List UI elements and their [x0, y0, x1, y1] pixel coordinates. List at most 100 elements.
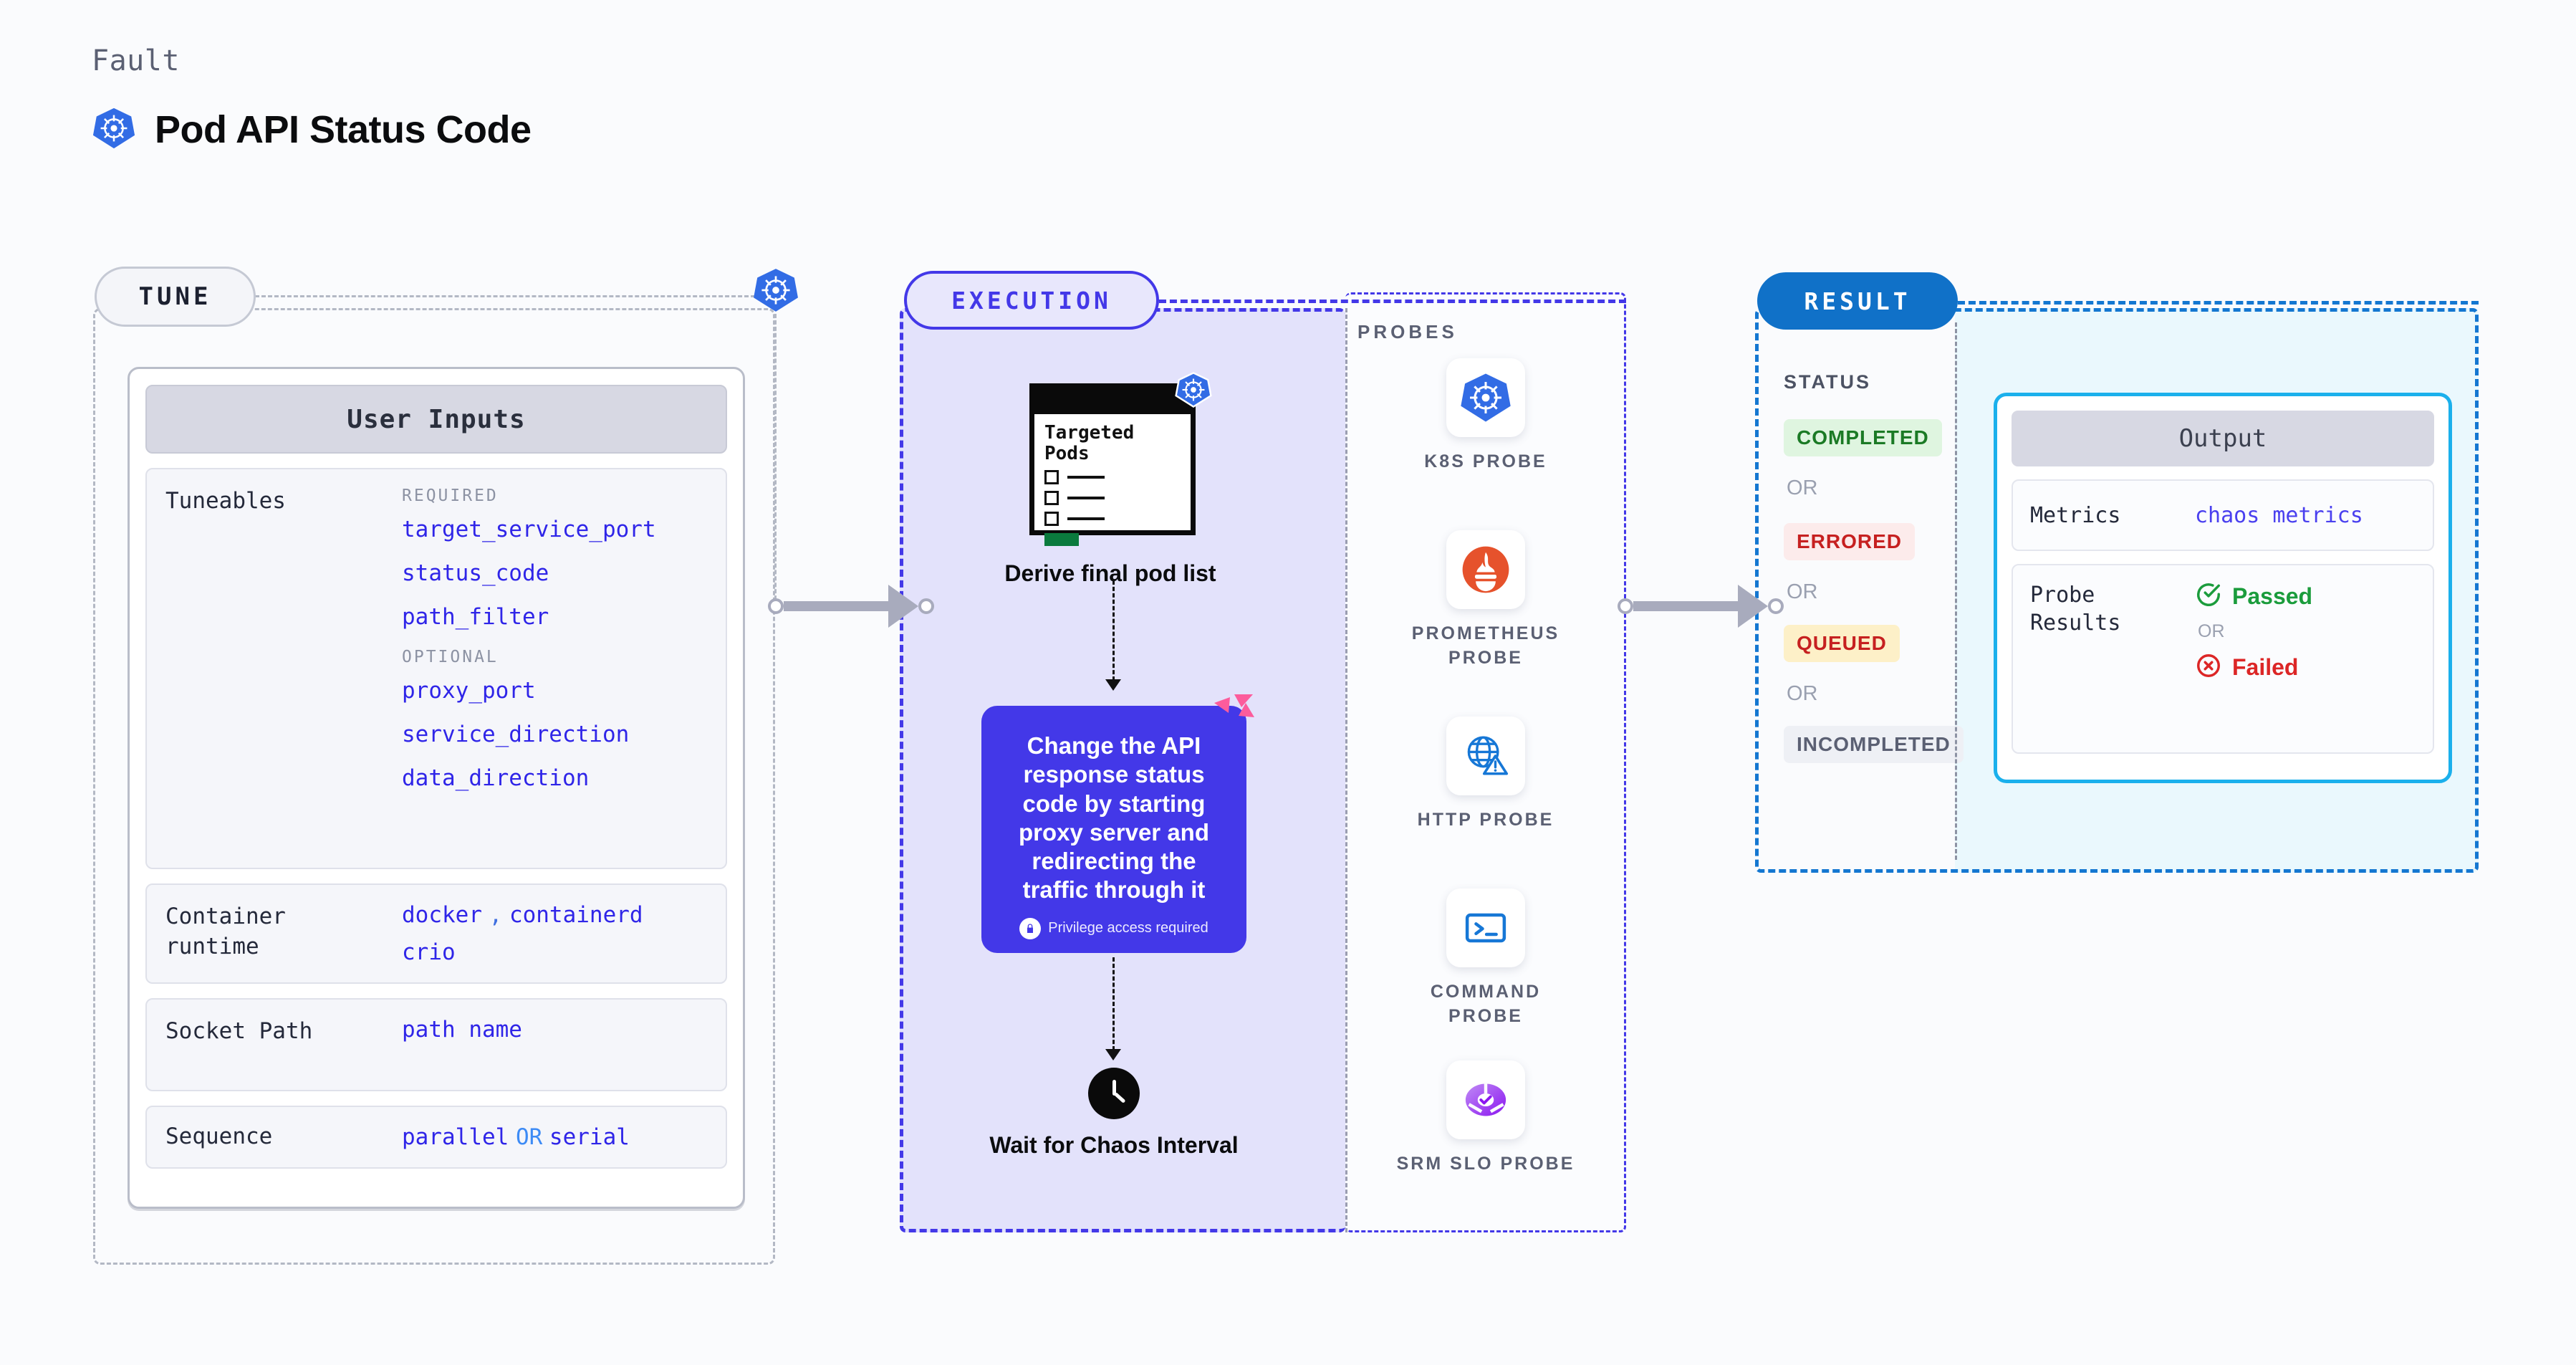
sequence-or: OR [515, 1124, 543, 1150]
tune-top-dash [255, 295, 774, 297]
status-or-1: OR [1787, 476, 1818, 499]
tunable-target-service-port[interactable]: target_service_port [402, 517, 656, 542]
checkbox-icon [1044, 512, 1059, 527]
execution-pill[interactable]: EXECUTION [904, 271, 1159, 330]
probe-label: SRM SLO PROBE [1396, 1154, 1575, 1174]
runtime-separator: , [489, 902, 503, 928]
probe-label: COMMAND PROBE [1430, 982, 1542, 1026]
socket-path-label: Socket Path [165, 1018, 313, 1044]
status-or-3: OR [1787, 682, 1818, 705]
sequence-serial[interactable]: serial [549, 1124, 630, 1150]
probes-divider [1345, 308, 1347, 1232]
wait-interval-caption: Wait for Chaos Interval [989, 1132, 1239, 1158]
privilege-text: Privilege access required [1048, 920, 1208, 936]
probe-result-or: OR [2198, 621, 2225, 641]
flow-dash-1 [1112, 580, 1115, 681]
page-title: Pod API Status Code [155, 108, 532, 151]
status-or-2: OR [1787, 580, 1818, 603]
pod-list-item [1044, 470, 1181, 485]
globe-warning-icon [1446, 717, 1525, 795]
card-titlebar [1034, 388, 1191, 414]
flow-arrow-2 [1105, 1049, 1121, 1060]
passed-label: Passed [2232, 583, 2313, 609]
metrics-label: Metrics [2030, 502, 2121, 528]
probe-item-k8s[interactable]: K8S PROBE [1345, 358, 1626, 474]
status-badge-queued: QUEUED [1784, 625, 1900, 662]
user-inputs-title: User Inputs [145, 385, 727, 454]
connector-execution-to-result [1618, 585, 1784, 628]
line-placeholder [1067, 497, 1105, 500]
connector-bar [1633, 601, 1739, 611]
connector-tune-to-execution [768, 585, 934, 628]
tune-pill[interactable]: TUNE [95, 267, 256, 327]
socket-path-row: Socket Path path name [145, 998, 727, 1091]
runtime-docker[interactable]: docker [402, 902, 482, 928]
chaos-action-card: Change the API response status code by s… [981, 706, 1246, 953]
probe-item-srm-slo[interactable]: SRM SLO PROBE [1345, 1060, 1626, 1177]
sequence-row: Sequence parallel OR serial [145, 1106, 727, 1169]
tunable-status-code[interactable]: status_code [402, 560, 549, 586]
result-pill[interactable]: RESULT [1757, 272, 1958, 330]
failed-label: Failed [2232, 653, 2299, 680]
page-header: Fault Pod API Status Code [92, 44, 532, 153]
kubernetes-icon [1175, 371, 1212, 408]
flow-dash-2 [1112, 957, 1115, 1050]
line-placeholder [1067, 517, 1105, 521]
connector-end-dot [1768, 598, 1784, 614]
probe-item-http[interactable]: HTTP PROBE [1345, 717, 1626, 833]
connector-arrowhead [1738, 585, 1768, 628]
checkbox-icon [1044, 491, 1059, 506]
sequence-parallel[interactable]: parallel [402, 1124, 509, 1150]
derive-pod-list-caption: Derive final pod list [1004, 560, 1216, 586]
x-circle-icon [2195, 652, 2222, 682]
connector-start-dot [768, 598, 784, 614]
metrics-row: Metrics chaos metrics [2012, 479, 2434, 551]
status-badge-incompleted: INCOMPLETED [1784, 726, 1964, 763]
fault-eyebrow: Fault [92, 44, 180, 77]
status-badge-completed: COMPLETED [1784, 419, 1942, 456]
prometheus-icon [1446, 530, 1525, 609]
kubernetes-icon [92, 106, 136, 153]
probe-result-passed: Passed [2195, 581, 2312, 611]
execution-top-dash [1159, 300, 1626, 303]
output-title: Output [2012, 411, 2434, 466]
sequence-label: Sequence [165, 1124, 273, 1150]
connector-bar [784, 601, 890, 611]
tuneables-row: Tuneables REQUIRED target_service_port s… [145, 468, 727, 869]
chaos-description: Change the API response status code by s… [1019, 732, 1209, 904]
pod-list-item [1044, 491, 1181, 506]
clock-icon [1088, 1068, 1140, 1119]
probe-item-prometheus[interactable]: PROMETHEUS PROBE [1345, 530, 1626, 671]
connector-start-dot [1618, 598, 1633, 614]
tunable-data-direction[interactable]: data_direction [402, 765, 590, 791]
socket-path-value[interactable]: path name [402, 1017, 522, 1043]
probes-title: PROBES [1357, 321, 1458, 343]
required-label: REQUIRED [402, 487, 499, 505]
runtime-crio[interactable]: crio [402, 939, 456, 965]
kubernetes-icon [752, 267, 799, 314]
tunable-proxy-port[interactable]: proxy_port [402, 678, 536, 704]
user-inputs-card: User Inputs Tuneables REQUIRED target_se… [128, 367, 745, 1209]
connector-end-dot [918, 598, 934, 614]
flow-arrow-1 [1105, 679, 1121, 691]
tune-panel [93, 308, 775, 1265]
probe-item-command[interactable]: COMMAND PROBE [1345, 889, 1626, 1029]
runtime-containerd[interactable]: containerd [509, 902, 643, 928]
metrics-value[interactable]: chaos metrics [2195, 502, 2363, 528]
tunable-path-filter[interactable]: path_filter [402, 604, 549, 630]
srm-slo-icon [1446, 1060, 1525, 1139]
tunable-service-direction[interactable]: service_direction [402, 722, 630, 747]
terminal-icon [1446, 889, 1525, 967]
probe-label: HTTP PROBE [1417, 810, 1554, 830]
check-circle-icon [2195, 581, 2222, 611]
lock-icon [1019, 917, 1042, 939]
probe-result-failed: Failed [2195, 652, 2312, 682]
result-divider [1955, 322, 1957, 860]
status-badge-errored: ERRORED [1784, 523, 1916, 560]
